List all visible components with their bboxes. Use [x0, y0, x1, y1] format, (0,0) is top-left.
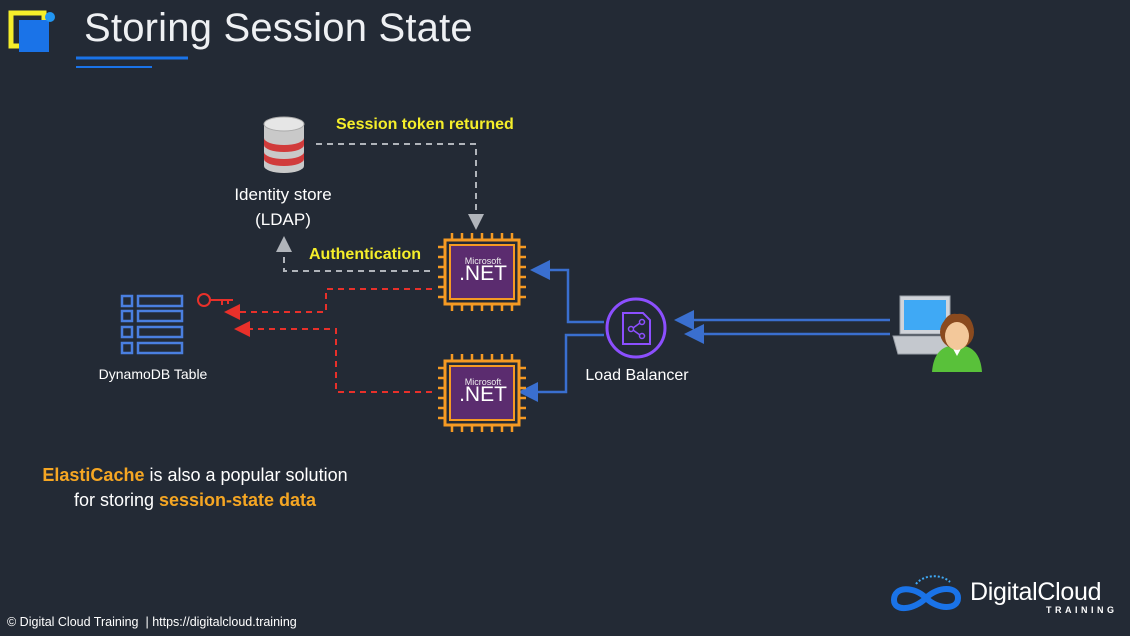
- elasticache-note: ElastiCache is also a popular solution f…: [20, 463, 370, 513]
- brand-sub: TRAINING: [1046, 605, 1118, 615]
- identity-store-label: Identity store: [234, 185, 332, 204]
- footer: © Digital Cloud Training | https://digit…: [7, 615, 297, 629]
- page-title: Storing Session State: [84, 6, 473, 50]
- database-icon: [263, 116, 305, 173]
- note-elasticache: ElastiCache: [42, 465, 145, 485]
- authentication-arrow: [276, 236, 430, 272]
- note-text-1: is also a popular solution: [144, 465, 348, 485]
- session-token-arrow: [316, 143, 484, 230]
- dotnet-chip-1-icon: [438, 233, 526, 311]
- dynamodb-label: DynamoDB Table: [98, 366, 208, 382]
- title-underline: [76, 56, 188, 68]
- brand-name: DigitalCloud: [970, 578, 1102, 606]
- key-icon: [197, 293, 233, 307]
- dotnet-chip-2-icon: [438, 354, 526, 432]
- dotnet-chip-1-text: .NET: [459, 262, 507, 285]
- chip1-to-dynamodb-arrow: [224, 288, 432, 320]
- dotnet-chip-2-brand: Microsoft: [464, 377, 502, 387]
- lb-to-chip1-arrow: [530, 260, 604, 324]
- load-balancer-icon: [605, 297, 667, 359]
- load-balancer-label: Load Balancer: [585, 367, 689, 384]
- note-text-2: for storing: [73, 490, 159, 510]
- logo-mark-icon: [8, 10, 55, 52]
- footer-separator: |: [145, 615, 149, 629]
- dotnet-chip-2-text: .NET: [459, 383, 507, 406]
- footer-copyright: © Digital Cloud Training: [7, 615, 139, 629]
- chip2-to-dynamodb-arrow: [234, 321, 432, 393]
- footer-url[interactable]: https://digitalcloud.training: [152, 615, 297, 629]
- session-token-label: Session token returned: [336, 116, 514, 133]
- dynamodb-table-icon: [120, 294, 184, 355]
- authentication-label: Authentication: [309, 246, 421, 263]
- brand-logo: DigitalCloud TRAINING: [888, 572, 1124, 618]
- laptop-user-icon: [892, 295, 982, 372]
- identity-store-sublabel: (LDAP): [255, 210, 311, 229]
- brand-infinity-icon: [890, 575, 962, 611]
- lb-to-chip2-arrow: [518, 333, 604, 402]
- note-session-state: session-state data: [158, 490, 317, 510]
- dotnet-chip-1-brand: Microsoft: [464, 256, 502, 266]
